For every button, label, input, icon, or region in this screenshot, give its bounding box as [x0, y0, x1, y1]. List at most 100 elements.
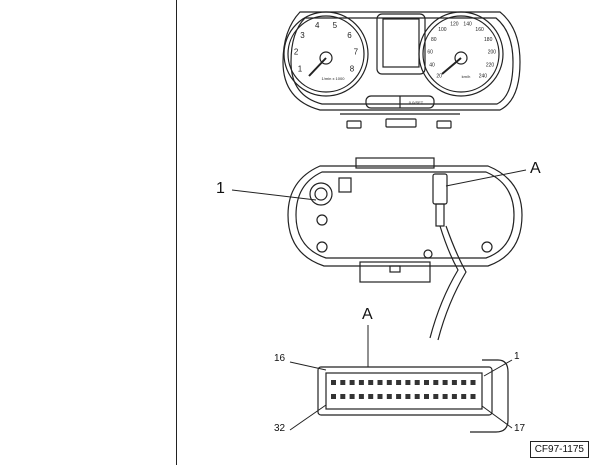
tacho-number: 6: [347, 31, 352, 40]
connector-pin: [461, 394, 467, 399]
speedo-number: 140: [463, 21, 472, 27]
connector-pin-grid: [331, 380, 476, 399]
center-display-inner: [382, 18, 420, 68]
bottom-connector-latch: [389, 265, 401, 273]
connector-pin: [424, 394, 429, 399]
tachometer-dial-inner: [287, 15, 365, 93]
mount-hole-bottom-left: [316, 241, 328, 253]
tacho-number: 7: [354, 47, 359, 56]
speedo-number: 40: [429, 63, 435, 69]
connector-pin: [405, 380, 411, 385]
tacho-caption: 1/min x 1000: [322, 76, 346, 81]
tacho-number: 8: [350, 65, 355, 74]
connector-pin: [405, 394, 411, 399]
rear-housing-outer: [287, 165, 523, 267]
page-border-left: [176, 0, 177, 465]
connector-pin: [470, 380, 476, 385]
leader-pin-32: [289, 404, 327, 431]
connector-pin: [358, 380, 364, 385]
connector-pin: [424, 380, 429, 385]
pin-label-32: 32: [274, 423, 286, 434]
cluster-front-view: [282, 11, 521, 129]
tachometer-hub: [319, 51, 333, 65]
cable-a: [429, 225, 459, 339]
connector-pin: [433, 380, 439, 385]
mount-tab-right: [436, 120, 452, 129]
tacho-number: 5: [333, 21, 338, 30]
speedo-number: 60: [427, 50, 433, 56]
connector-pin: [377, 394, 383, 399]
speaker-grille-inner: [314, 187, 328, 201]
connector-pin: [396, 394, 402, 399]
tachometer-dial: [283, 11, 369, 97]
connector-pin: [340, 380, 346, 385]
plug-a-latch: [435, 203, 445, 227]
connector-pin: [358, 394, 364, 399]
plug-a: [432, 173, 448, 205]
connector-pin: [442, 394, 448, 399]
tacho-number: 4: [315, 21, 320, 30]
connector-pin: [331, 394, 336, 399]
cluster-housing-inner: [290, 17, 514, 105]
center-display-outer: [376, 13, 426, 75]
speedo-number: 80: [431, 37, 437, 43]
connector-pin: [461, 380, 467, 385]
connector-a-pinface: [289, 325, 513, 433]
connector-pin: [433, 394, 439, 399]
connector-pin: [451, 394, 457, 399]
connector-pin: [349, 380, 355, 385]
speedo-number: 180: [484, 37, 493, 43]
vent-block: [338, 177, 352, 193]
pin-label-1: 1: [514, 351, 520, 362]
tachometer-needle: [308, 57, 327, 77]
tacho-number: 1: [298, 65, 303, 74]
speedo-number: 120: [450, 21, 459, 27]
tacho-number: 2: [294, 47, 299, 56]
mount-hole-right: [481, 241, 493, 253]
connector-pin: [349, 394, 355, 399]
connector-face: [325, 372, 483, 410]
leader-pin-1: [483, 359, 513, 377]
cluster-rear-view: [231, 157, 527, 341]
connector-pin: [396, 380, 402, 385]
speedo-number: 240: [479, 74, 488, 80]
connector-pin: [414, 394, 420, 399]
connector-pin: [368, 394, 374, 399]
cable-a-second: [437, 225, 467, 341]
speedometer-dial-inner: [422, 15, 500, 93]
connector-pin: [414, 380, 420, 385]
pin-label-17: 17: [514, 423, 526, 434]
speaker-grille: [309, 182, 333, 206]
rear-housing-inner: [295, 171, 515, 259]
callout-connector-a-top: A: [530, 160, 541, 177]
bottom-connector-block: [359, 261, 431, 283]
mount-tab-center: [385, 118, 417, 128]
speedo-number: 160: [475, 27, 484, 33]
top-connector-strip: [355, 157, 435, 169]
callout-part-1: 1: [216, 180, 225, 197]
leader-1: [231, 189, 317, 201]
speedo-number: 200: [488, 50, 497, 56]
speedometer-needle: [441, 57, 462, 75]
connector-body: [317, 366, 493, 416]
connector-pin: [386, 380, 392, 385]
connector-pin: [368, 380, 374, 385]
tacho-number: 3: [300, 31, 305, 40]
trip-button-label: 0.0/SET: [409, 100, 424, 105]
connector-pin: [442, 380, 448, 385]
mount-hole-left: [316, 214, 328, 226]
mount-tab-left: [346, 120, 362, 129]
figure-id: CF97-1175: [529, 441, 589, 458]
leader-a-top: [445, 169, 527, 187]
connector-pin: [386, 394, 392, 399]
speedo-number: 20: [436, 74, 442, 80]
speedo-number: 220: [486, 63, 495, 69]
connector-pin: [331, 380, 336, 385]
connector-pin: [377, 380, 383, 385]
speedo-caption: km/h: [462, 74, 471, 79]
connector-latch-arm: [470, 359, 509, 433]
speedo-number: 100: [438, 27, 447, 33]
connector-pin: [451, 380, 457, 385]
mount-hole-bottom-center: [423, 249, 433, 259]
